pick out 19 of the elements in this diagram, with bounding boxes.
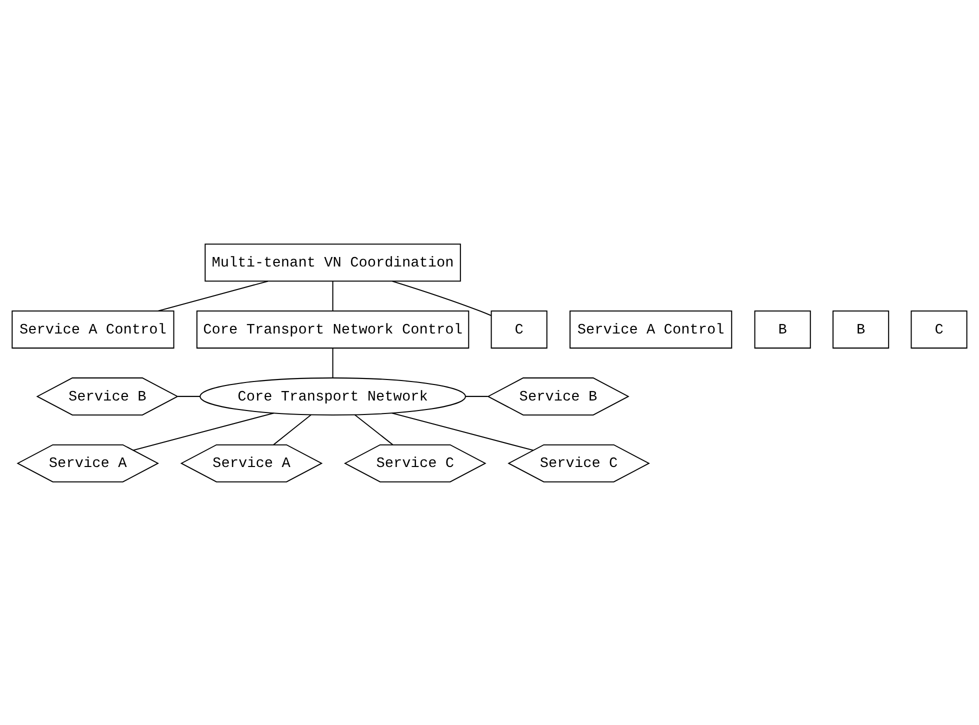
node-box: Core Transport Network Control	[196, 310, 470, 348]
connector	[465, 395, 488, 396]
node-box: Service A Control	[570, 310, 732, 348]
node-ellipse: Core Transport Network	[200, 376, 466, 415]
node-box: Service A Control	[12, 310, 174, 348]
connector	[332, 280, 334, 310]
node-box: C	[910, 310, 968, 348]
node-box: B	[754, 310, 811, 348]
node-box: Multi-tenant VN Coordination	[204, 243, 461, 282]
node-box: B	[832, 310, 890, 348]
connector	[392, 280, 492, 316]
connector	[332, 348, 334, 378]
connector	[392, 412, 534, 450]
connector	[273, 414, 312, 445]
node-box: C	[490, 310, 548, 348]
connector	[178, 395, 200, 396]
connector	[354, 414, 394, 445]
connector	[133, 412, 274, 450]
connector	[158, 280, 268, 311]
